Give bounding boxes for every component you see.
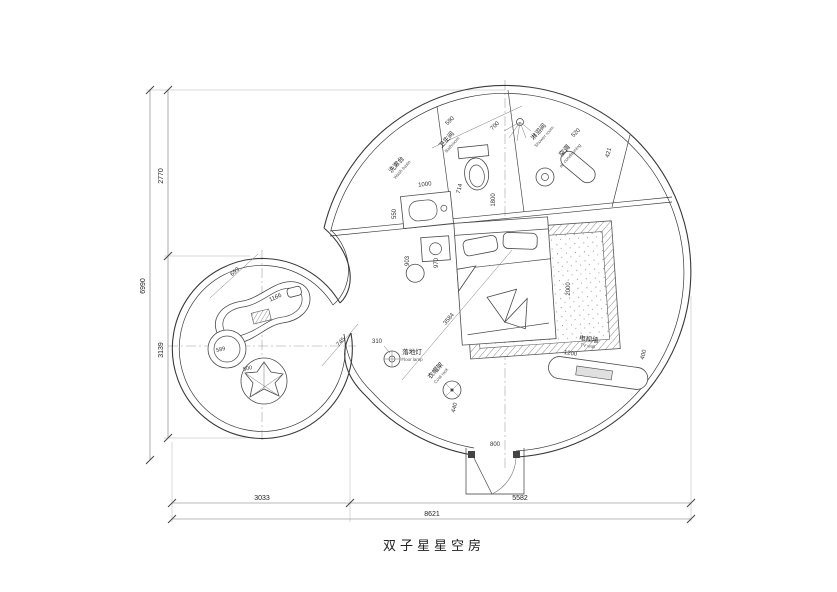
dim-bottom-right: 5582: [512, 495, 528, 502]
nightstand-lamp: [429, 242, 442, 256]
bathroom-walls: [329, 89, 673, 237]
dim-2000: 2000: [566, 282, 572, 296]
bottom-dimensions: 3033 5582 8621: [167, 495, 696, 524]
air-conditioner: [560, 150, 596, 184]
round-fixture: [535, 167, 555, 187]
entry-door: 800: [465, 442, 525, 495]
tv-wall-label: 电视墙 TV wall: [579, 333, 600, 349]
passage-dim-line: [321, 323, 359, 367]
stool: [405, 263, 425, 283]
floor-lamp-label-en: Floor lamp: [401, 357, 423, 362]
dim-tv-1200: 1200: [563, 350, 578, 358]
passage-walls: [323, 227, 374, 397]
dim-700: 700: [490, 120, 502, 132]
headboard: [454, 228, 549, 236]
dim-left-lower: 3139: [158, 342, 165, 358]
wash-basin: [400, 191, 454, 229]
bed-group: [405, 216, 557, 346]
tv-wall-label-cn: 电视墙: [579, 333, 600, 345]
round-chair: [207, 329, 247, 369]
floor-lamp: [383, 345, 401, 368]
dim-bottom-left: 3033: [254, 495, 270, 502]
entry-porch: [465, 448, 525, 495]
dim-903: 903: [405, 255, 411, 266]
bathroom-label: 卫生间 Bathroom: [436, 129, 460, 154]
dim-590: 590: [445, 115, 457, 127]
pool-group: [215, 281, 311, 345]
blanket-crease: [467, 322, 550, 336]
dim-crystal-500: 500: [243, 365, 253, 373]
crystal-seat: [240, 357, 288, 405]
dim-421: 421: [605, 146, 614, 158]
dim-door-800: 800: [490, 442, 501, 448]
tv-wall-group: 电视墙 TV wall 1200: [548, 333, 649, 390]
toilet: [457, 144, 490, 191]
pillow-left: [462, 234, 499, 257]
diagonal-dim-line: [401, 249, 513, 381]
door-swing-arc: [491, 457, 517, 495]
dim-520: 520: [571, 127, 583, 139]
nightstand: [420, 235, 451, 263]
left-dimensions: 6990 2770 3139: [140, 85, 173, 465]
tv-wall-label-en: TV wall: [580, 342, 595, 349]
drawing-title: 双子星星空房: [383, 538, 485, 553]
dim-chair-589: 589: [216, 346, 226, 354]
extension-lines: [146, 89, 692, 522]
bathroom-wall-lower: [329, 196, 673, 232]
dim-bottom-total: 8621: [424, 511, 440, 518]
shower-head-icon: [503, 118, 532, 142]
door-jamb-left: [468, 451, 475, 458]
floor-lamp-label-cn: 落地灯: [402, 347, 422, 356]
dim-pool-1166: 1166: [268, 292, 283, 303]
dim-970: 970: [434, 257, 440, 268]
pool-pillow: [286, 285, 302, 298]
coat-rack-label: 衣帽架 Coat rack: [425, 360, 450, 385]
pillow-right: [502, 232, 538, 250]
bathroom-wall-lower-2: [329, 201, 673, 237]
dim-1000: 1000: [418, 181, 433, 188]
dim-passage-745: 745: [336, 336, 348, 348]
blanket-fold-corner: [456, 265, 477, 293]
dim-tv-400: 400: [640, 348, 649, 360]
dim-550: 550: [392, 208, 398, 219]
door-jamb-right: [513, 451, 520, 458]
bathroom-partition-2: [507, 89, 525, 213]
dim-left-total: 6990: [140, 278, 147, 294]
pool-step: [250, 308, 272, 325]
blanket-fold-2: [504, 297, 528, 330]
bathroom-partition-3: [611, 134, 631, 208]
dim-lamp-310: 310: [372, 339, 383, 345]
small-room-wall: [171, 257, 353, 440]
blanket-fold-1: [486, 288, 518, 323]
dim-pool-693: 693: [230, 266, 242, 278]
dim-left-upper: 2770: [158, 168, 165, 184]
dim-714: 714: [456, 182, 465, 194]
pool-dim-line: [209, 253, 259, 299]
pool-inner: [222, 287, 303, 338]
door-leaf: [473, 457, 493, 495]
wash-basin-label: 洗漱台 Wash basin: [386, 154, 412, 180]
main-room-wall: [323, 84, 692, 458]
floor-lamp-label: 落地灯 Floor lamp: [401, 347, 423, 362]
coat-rack: [442, 380, 462, 400]
bathroom-dim-line: [431, 105, 523, 149]
dim-rack-440: 440: [451, 401, 460, 413]
dim-1800: 1800: [491, 193, 497, 207]
tv-unit: [575, 365, 613, 381]
shower-label: 淋浴间 Shower room: [528, 121, 555, 148]
